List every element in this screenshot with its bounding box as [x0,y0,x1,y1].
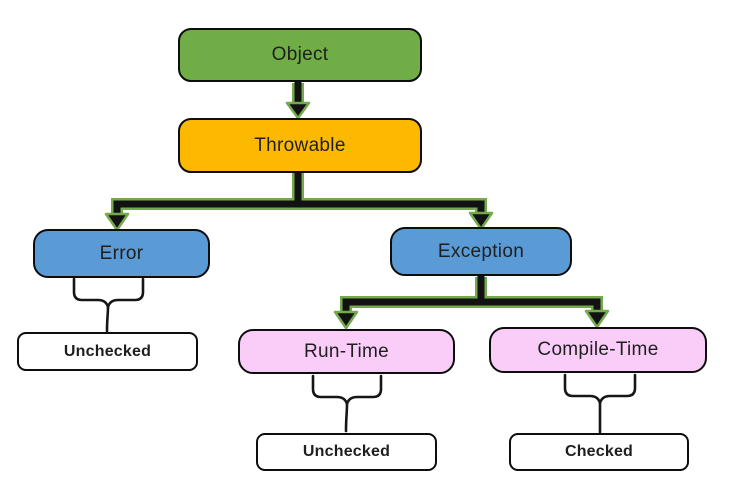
node-error: Error [33,229,210,278]
node-compile-time-label: Compile-Time [537,339,659,360]
brace-runtime-unchecked [311,374,383,406]
brace-runtime-unchecked-stem [344,402,349,433]
arrow-exception-branch-core [342,276,601,315]
node-error-category: Unchecked [17,332,198,371]
arrow-throwable-branch-core [113,172,485,217]
node-exception-label: Exception [437,240,525,262]
brace-error-unchecked [72,277,145,309]
node-object-label: Object [271,44,329,65]
node-compile-time-category: Checked [509,433,689,471]
node-throwable-label: Throwable [254,134,346,156]
node-object: Object [178,28,422,82]
arrowhead-to-error [104,212,130,232]
arrowhead-to-run-time [333,310,359,330]
arrow-exception-branch-outline [340,277,603,314]
node-run-time-label: Run-Time [303,340,390,362]
node-run-time-category: Unchecked [256,433,437,471]
arrowhead-to-compile-time [584,309,610,329]
arrowhead-to-exception [468,211,494,231]
brace-compiletime-checked [563,373,637,405]
node-compile-time: Compile-Time [489,327,707,373]
node-run-time: Run-Time [238,329,455,374]
arrowhead-to-throwable [285,101,311,120]
node-error-category-label: Unchecked [63,342,152,360]
node-run-time-category-label: Unchecked [302,443,391,460]
node-compile-time-category-label: Checked [564,443,634,460]
node-error-label: Error [99,242,144,264]
brace-error-unchecked-stem [105,305,110,333]
node-throwable: Throwable [178,118,422,173]
node-exception: Exception [390,227,572,276]
